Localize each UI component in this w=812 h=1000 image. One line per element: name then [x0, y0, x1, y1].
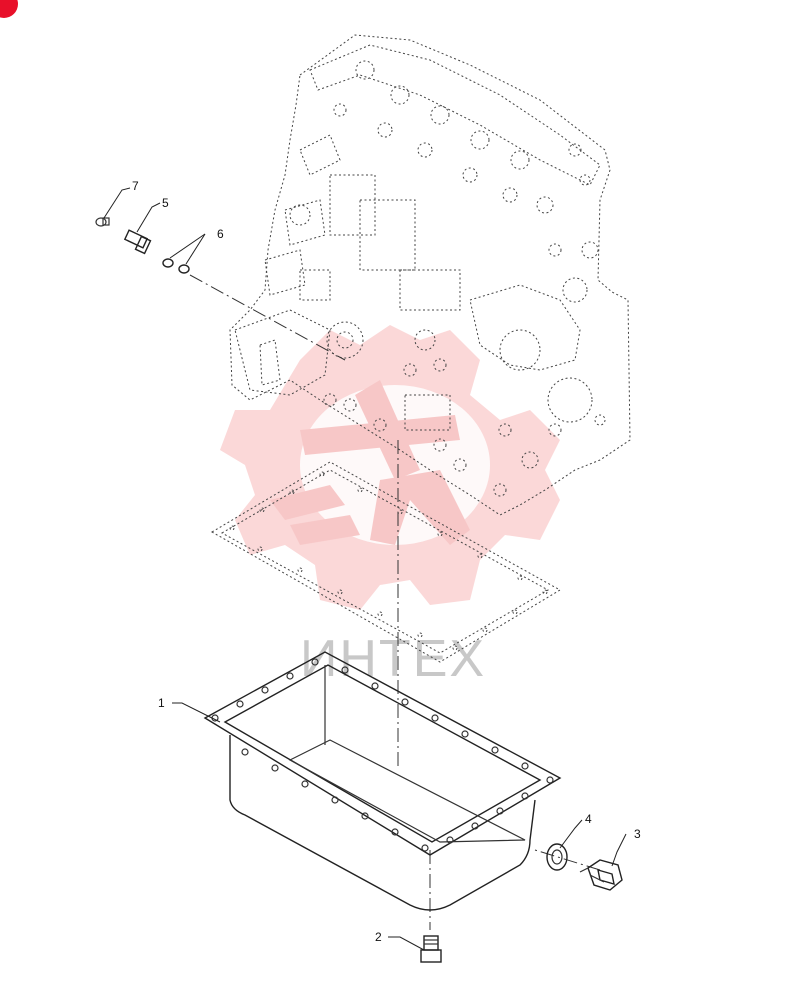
sealing-washer	[546, 843, 568, 871]
fitting-plug	[123, 229, 152, 255]
o-rings	[162, 258, 190, 274]
callout-leaders	[103, 187, 627, 951]
callout-5: 5	[162, 196, 169, 210]
small-plug	[95, 217, 110, 227]
drain-plug	[420, 935, 442, 963]
callout-6: 6	[217, 227, 224, 241]
callout-2: 2	[375, 930, 382, 944]
corner-marker	[0, 0, 18, 18]
watermark-text: ИНТЕХ	[300, 630, 486, 688]
callout-4: 4	[585, 812, 592, 826]
callout-1: 1	[158, 696, 165, 710]
callout-3: 3	[634, 827, 641, 841]
gasket-outline	[211, 461, 561, 663]
callout-7: 7	[132, 179, 139, 193]
engine-block	[229, 34, 631, 516]
threaded-plug	[579, 859, 623, 891]
watermark-logo	[220, 325, 560, 610]
oil-pan	[203, 651, 562, 911]
